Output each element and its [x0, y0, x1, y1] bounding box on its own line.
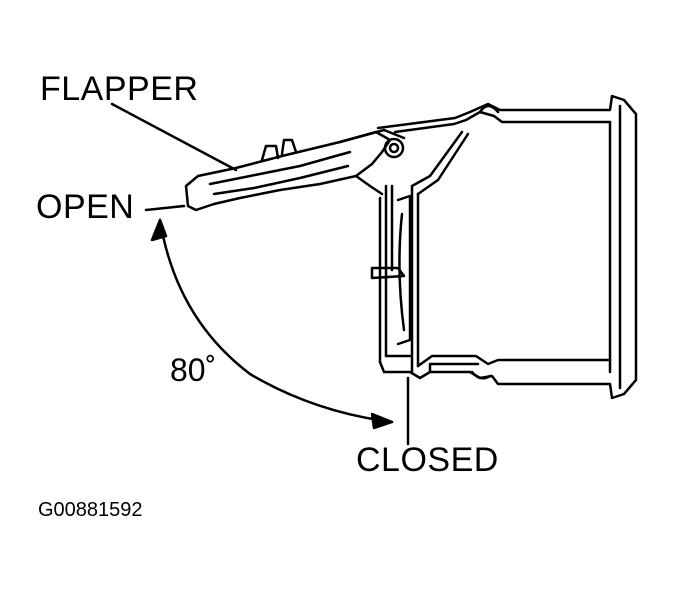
open-label: OPEN	[36, 188, 135, 226]
open-reference-line	[144, 204, 186, 212]
flapper-door	[184, 128, 406, 212]
angle-arc	[150, 218, 394, 430]
flapper-leader-line	[110, 102, 238, 172]
figure-id: G00881592	[38, 499, 143, 521]
flapper-label: FLAPPER	[40, 70, 199, 108]
open-arrowhead	[150, 218, 168, 242]
filler-neck-housing	[370, 94, 638, 400]
closed-arrowhead	[370, 412, 394, 430]
angle-label: 80˚	[170, 352, 217, 388]
closed-label: CLOSED	[356, 441, 499, 479]
